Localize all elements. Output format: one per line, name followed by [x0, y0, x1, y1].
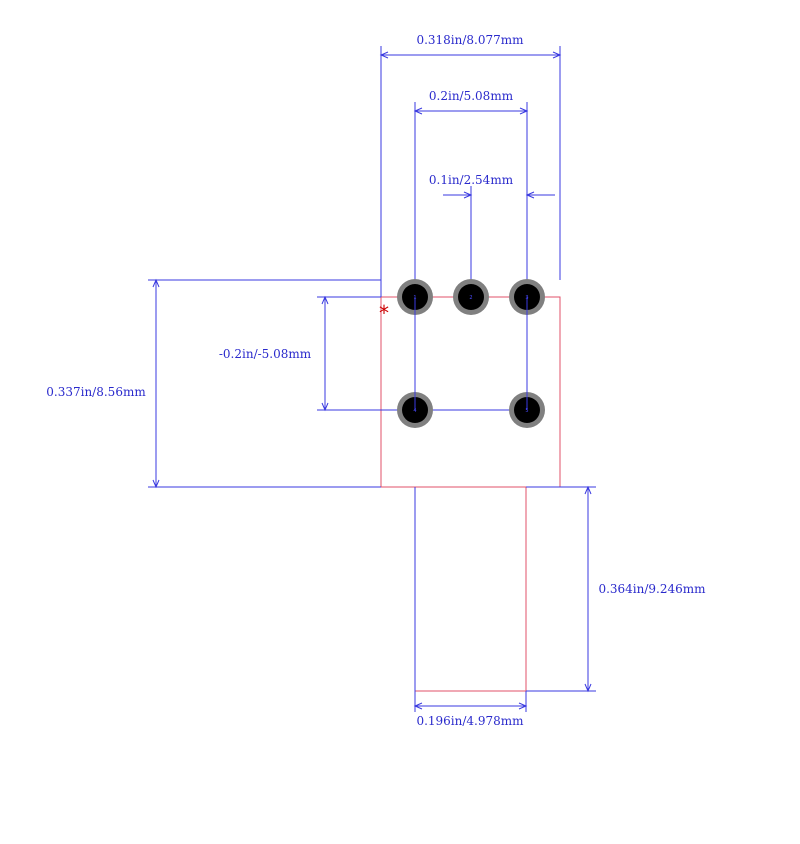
- pad-5-number: 5: [525, 408, 528, 414]
- dim-lead-length: 0.364in/9.246mm: [526, 485, 706, 693]
- pad-4-number: 4: [413, 408, 416, 414]
- dim-lead-length-label: 0.364in/9.246mm: [598, 582, 706, 596]
- dim-row-offset: -0.2in/-5.08mm: [219, 295, 527, 412]
- pad-2-number: 2: [469, 295, 472, 301]
- dim-lead-width: 0.196in/4.978mm: [413, 487, 528, 728]
- dim-pin-span-label: 0.2in/5.08mm: [429, 89, 514, 103]
- dim-pin-pitch-label: 0.1in/2.54mm: [429, 173, 514, 187]
- dim-lead-width-label: 0.196in/4.978mm: [416, 714, 524, 728]
- lead-outline: [414, 486, 527, 692]
- dim-pin-pitch: 0.1in/2.54mm: [429, 173, 555, 297]
- pin1-marker: *: [379, 301, 389, 325]
- dim-overall-width: 0.318in/8.077mm: [379, 33, 562, 280]
- pad-2: 2: [453, 279, 489, 315]
- dim-overall-height-label: 0.337in/8.56mm: [46, 385, 146, 399]
- dim-row-offset-label: -0.2in/-5.08mm: [219, 347, 312, 361]
- dim-overall-height: 0.337in/8.56mm: [46, 278, 382, 489]
- dim-overall-width-label: 0.318in/8.077mm: [416, 33, 524, 47]
- body-outline: [380, 296, 561, 488]
